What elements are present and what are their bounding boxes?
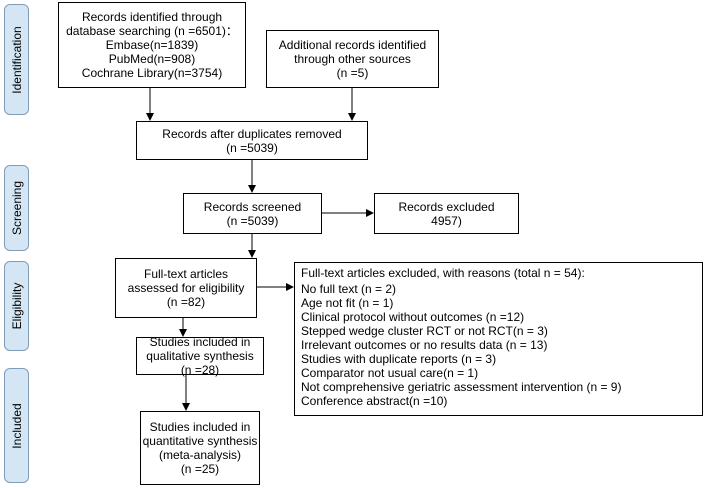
stage-identification: Identification	[4, 4, 29, 115]
stage-included: Included	[4, 368, 29, 483]
box-fulltext-excluded: Full-text articles excluded, with reason…	[294, 262, 703, 416]
box-database-records: Records identified through database sear…	[58, 2, 246, 88]
stage-eligibility: Eligibility	[4, 261, 29, 351]
box-records-excluded: Records excluded 4957)	[374, 193, 519, 234]
box-records-screened: Records screened (n =5039)	[183, 193, 322, 234]
box-additional-records: Additional records identified through ot…	[266, 30, 439, 88]
box-quantitative-synthesis: Studies included in quantitative synthes…	[140, 411, 260, 485]
stage-screening: Screening	[4, 165, 29, 251]
box-duplicates-removed: Records after duplicates removed (n =503…	[136, 121, 368, 160]
box-qualitative-synthesis: Studies included in qualitative synthesi…	[136, 335, 264, 377]
box-fulltext-assessed: Full-text articles assessed for eligibil…	[115, 258, 257, 318]
